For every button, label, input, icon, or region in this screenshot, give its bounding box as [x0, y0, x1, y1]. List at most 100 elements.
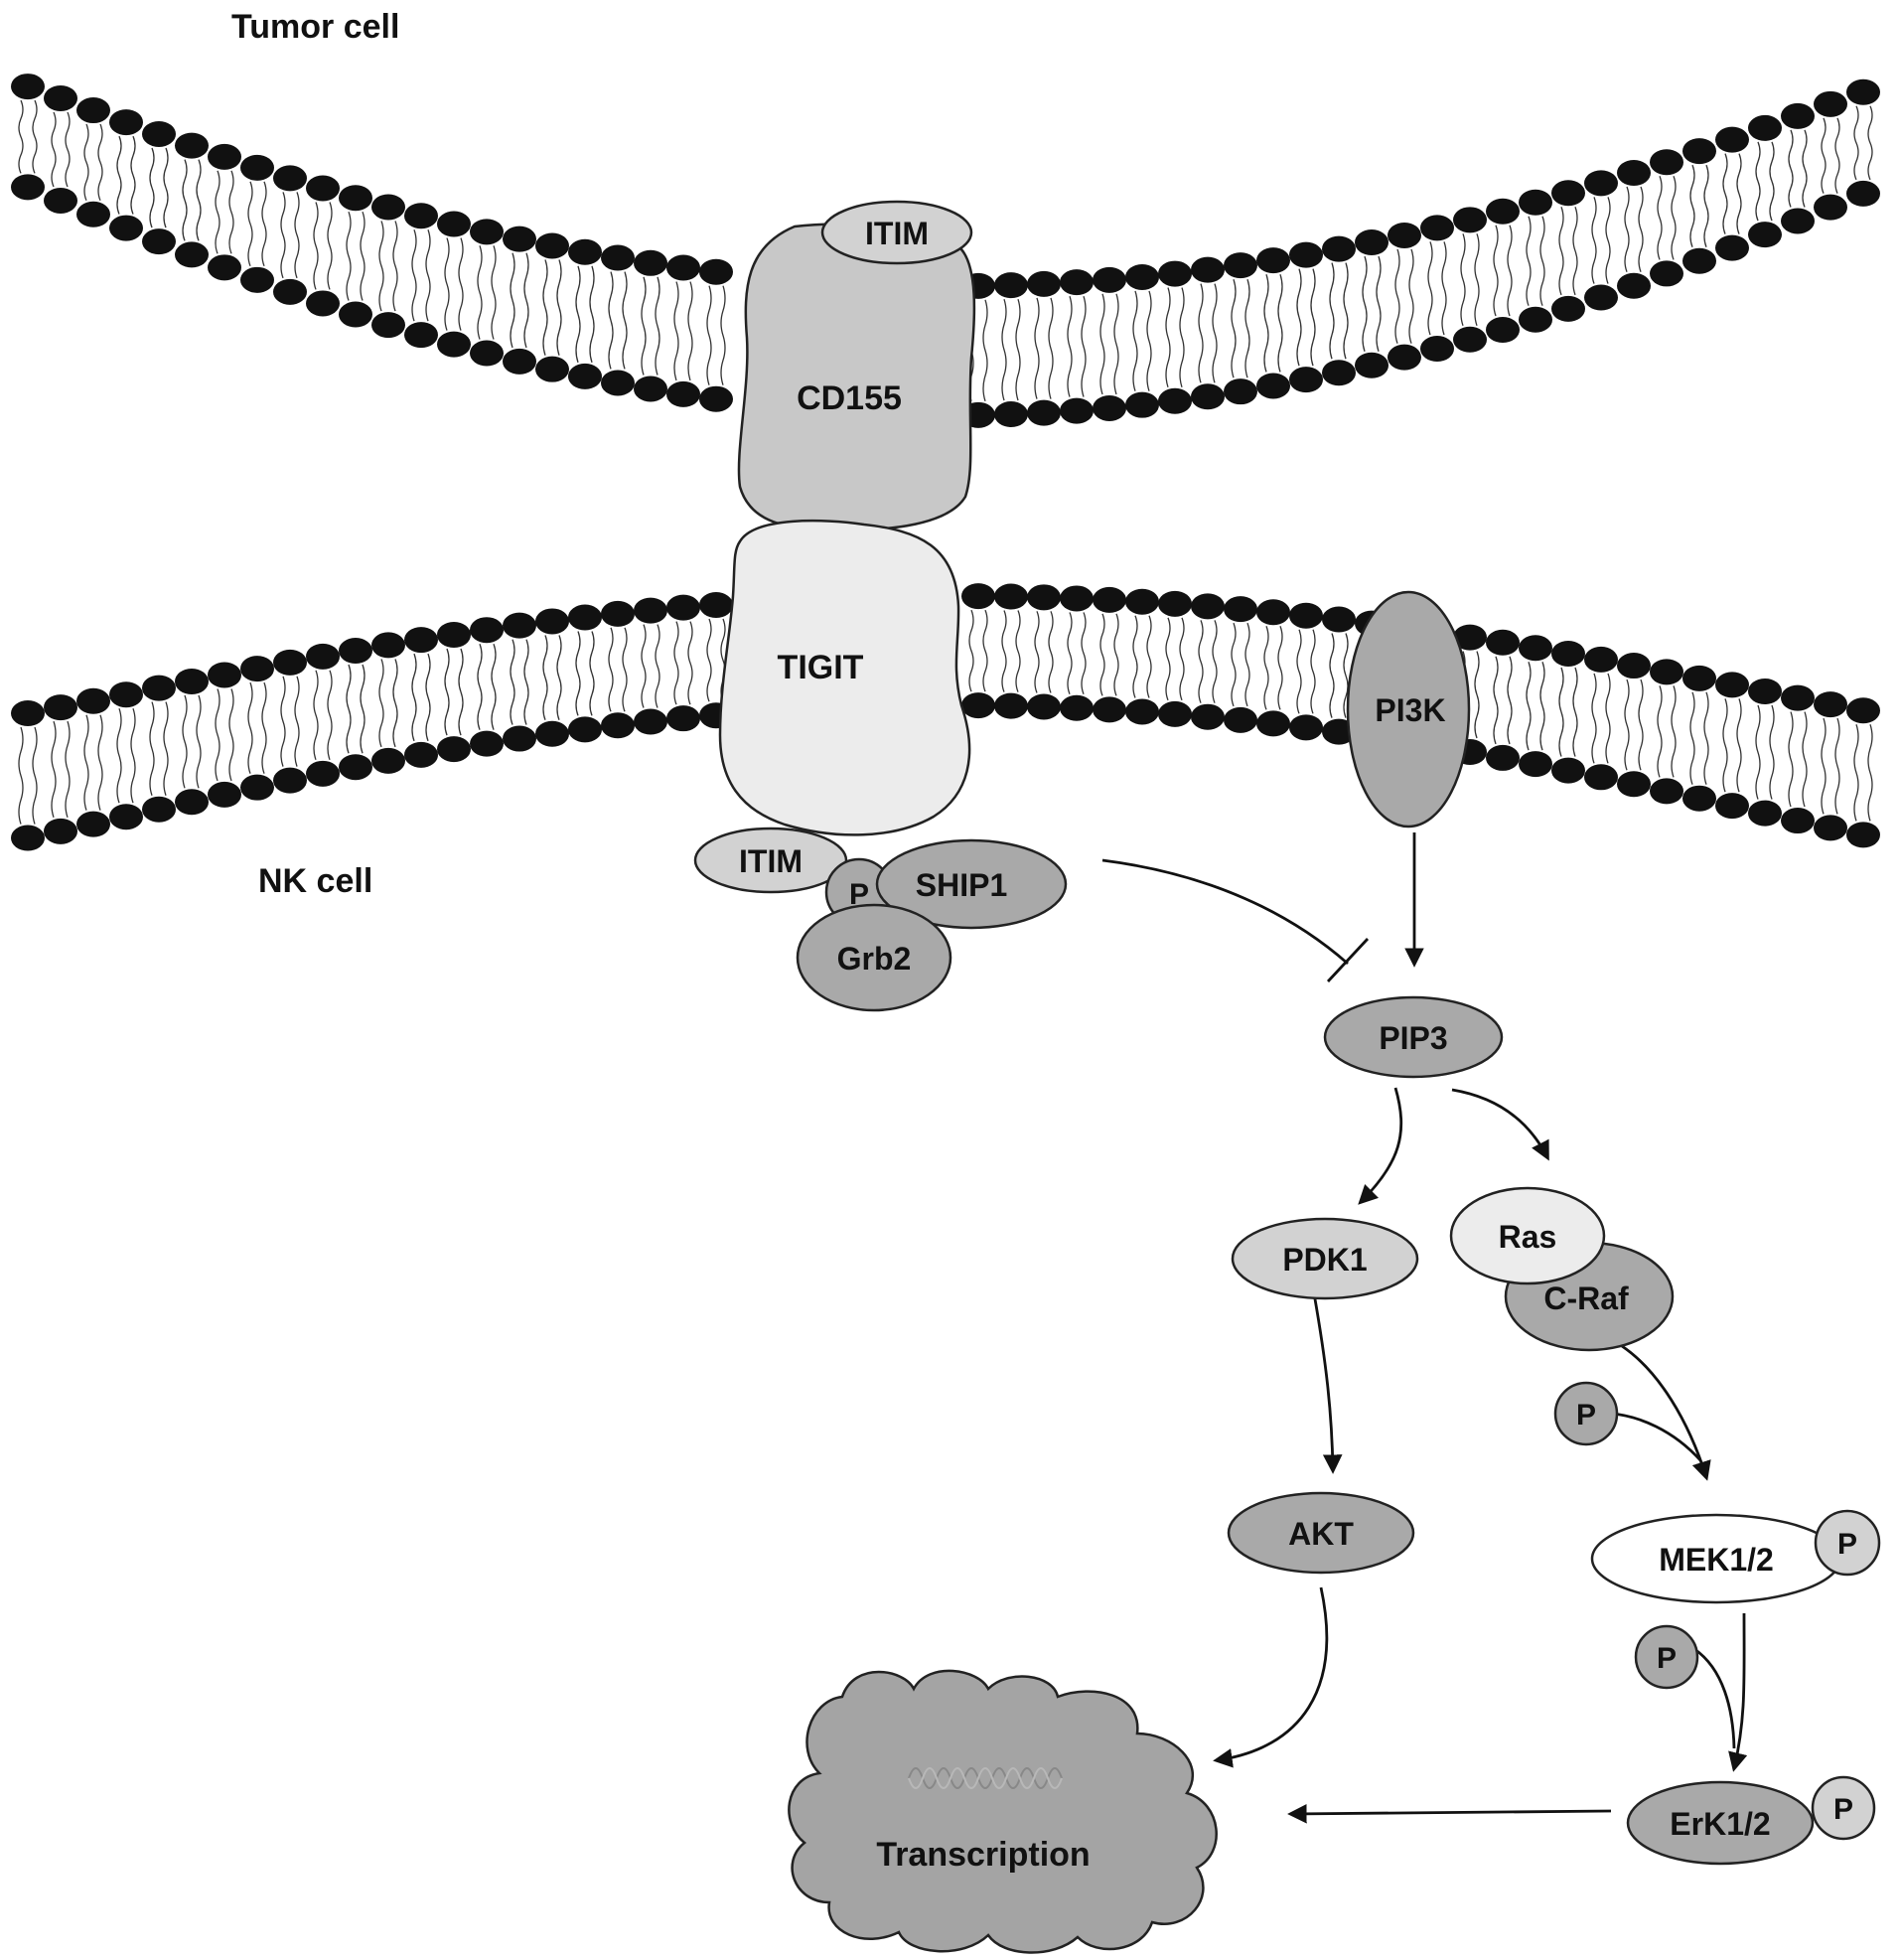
lipid-head — [634, 597, 667, 624]
lipid-head — [1551, 180, 1585, 207]
lipid-tail — [116, 135, 122, 215]
lipid-tail — [1244, 278, 1250, 378]
grb2: Grb2 — [796, 903, 952, 1012]
phospho-on-mek: P — [1814, 1509, 1881, 1577]
lipid-tail — [968, 609, 974, 692]
lipid-head — [1486, 198, 1520, 225]
lipid-head — [1289, 367, 1323, 393]
lipid-tail — [1132, 290, 1138, 391]
lipid-head — [339, 301, 372, 328]
lipid-head — [175, 668, 209, 694]
lipid-head — [1846, 180, 1880, 207]
lipid-tail — [1769, 141, 1775, 222]
lipid-head — [1617, 653, 1651, 679]
lipid-head — [142, 675, 176, 701]
lipid-head — [1584, 284, 1618, 311]
lipid-tail — [589, 265, 595, 364]
lipid-head — [503, 348, 536, 375]
lipid-head — [1027, 584, 1061, 611]
lipid-head — [1715, 793, 1749, 820]
p-on-mek-label: P — [1837, 1528, 1857, 1561]
lipid-head — [1191, 256, 1225, 283]
lipid-tail — [247, 681, 253, 774]
lipid-tail — [346, 211, 352, 301]
cd155-shape — [737, 223, 976, 530]
lipid-tail — [294, 192, 300, 279]
lipid-tail — [215, 170, 220, 254]
lipid-tail — [65, 111, 71, 188]
lipid-head — [1846, 78, 1880, 105]
akt: AKT — [1227, 1491, 1415, 1575]
lipid-tail — [1493, 225, 1499, 317]
pi3k-shape — [1346, 590, 1471, 829]
ship1-shape — [875, 838, 1068, 930]
dna-icon-strand — [908, 1767, 1063, 1789]
akt-label: AKT — [1288, 1516, 1354, 1552]
lipid-tail — [510, 252, 515, 349]
lipid-tail — [1507, 656, 1513, 745]
lipid-tail — [182, 159, 188, 241]
lipid-tail — [1736, 153, 1742, 234]
lipid-tail — [1834, 117, 1840, 194]
lipid-head — [1814, 194, 1847, 221]
lipid-head — [142, 228, 176, 255]
lipid-tail — [1310, 629, 1316, 714]
dna-icon — [908, 1767, 1063, 1789]
transcription-cloud — [788, 1669, 1218, 1954]
lipid-tail — [1671, 685, 1677, 778]
lipid-tail — [1539, 662, 1545, 751]
lipid-tail — [720, 285, 726, 385]
lipid-tail — [1558, 667, 1564, 757]
lipid-head — [1551, 757, 1585, 784]
lipid-tail — [1015, 610, 1021, 692]
lipid-head — [1224, 252, 1257, 279]
lipid-head — [1125, 391, 1159, 418]
lipid-tail — [196, 159, 202, 241]
p-on-erk-shape — [1811, 1775, 1876, 1841]
lipid-head — [1322, 606, 1356, 633]
lipid-tail — [1034, 297, 1040, 399]
lipid-tail — [1343, 633, 1349, 718]
lipid-tail — [1165, 287, 1171, 387]
p-tigit-label: P — [849, 878, 869, 911]
lipid-tail — [1624, 186, 1630, 272]
phospho-to-erk: P — [1634, 1624, 1699, 1690]
ship1: SHIP1 — [875, 838, 1068, 930]
lipid-tail — [720, 618, 726, 702]
lipid-tail — [622, 627, 628, 712]
lipid-tail — [1099, 293, 1105, 395]
lipid-head — [1715, 234, 1749, 261]
lipid-head — [1125, 588, 1159, 615]
lipid-head — [1814, 691, 1847, 718]
lipid-head — [568, 604, 602, 631]
lipid-head — [503, 226, 536, 252]
lipid-tail — [228, 688, 234, 782]
itim-top-label: ITIM — [865, 216, 929, 251]
lipid-tail — [1081, 612, 1087, 694]
lipid-head — [1453, 624, 1487, 651]
erk1-2: ErK1/2 — [1626, 1780, 1815, 1866]
lipid-tail — [1212, 620, 1218, 703]
lipid-tail — [1657, 176, 1663, 260]
lipid-tail — [313, 670, 319, 761]
lipid-head — [11, 174, 45, 201]
lipid-tail — [458, 237, 464, 331]
lipid-tail — [1263, 626, 1269, 710]
lipid-head — [1748, 678, 1782, 705]
lipid-head — [634, 708, 667, 735]
lipid-head — [273, 278, 307, 305]
erk-shape — [1626, 1780, 1815, 1866]
lipid-tail — [1689, 164, 1695, 247]
lipid-tail — [1146, 290, 1152, 391]
lipid-head — [601, 244, 635, 271]
lipid-head — [535, 232, 569, 259]
lipid-head — [109, 681, 143, 708]
pi3k-label: PI3K — [1375, 692, 1445, 728]
lipid-tail — [280, 676, 286, 767]
lipid-head — [76, 97, 110, 124]
arrow-p-to-erk — [1693, 1647, 1736, 1749]
arrow-akt-transcription — [1213, 1586, 1329, 1768]
lipid-tail — [425, 653, 431, 742]
lipid-tail — [655, 624, 660, 708]
lipid-tail — [1408, 248, 1414, 344]
